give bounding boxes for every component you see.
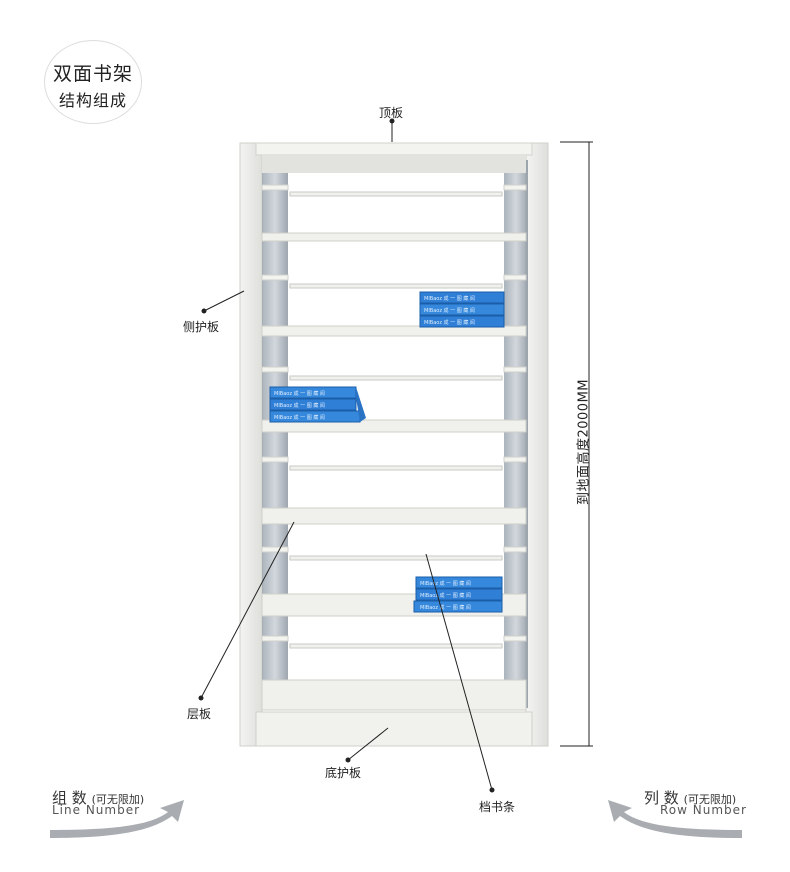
group-count-cn: 组 数 xyxy=(52,789,87,807)
label-side-panel: 侧护板 xyxy=(183,320,220,334)
svg-text:MIBaoz 成 一 图 藏 阅: MIBaoz 成 一 图 藏 阅 xyxy=(420,580,471,587)
svg-text:MIBaoz 成 一 图 藏 阅: MIBaoz 成 一 图 藏 阅 xyxy=(420,604,471,611)
svg-text:MIBaoz 成 一 图 藏 阅: MIBaoz 成 一 图 藏 阅 xyxy=(420,592,471,599)
books-top: MIBaoz 成 一 图 藏 阅 MIBaoz 成 一 图 藏 阅 MIBaoz… xyxy=(419,291,505,328)
side-slats xyxy=(261,184,527,642)
group-count-en: Line Number xyxy=(52,803,141,817)
base-panel xyxy=(255,711,533,747)
svg-text:MIBaoz 成 一 图 藏 阅: MIBaoz 成 一 图 藏 阅 xyxy=(424,307,475,314)
books-bottom: MIBaoz 成 一 图 藏 阅 MIBaoz 成 一 图 藏 阅 MIBaoz… xyxy=(413,576,503,613)
svg-text:MIBaoz 成 一 图 藏 阅: MIBaoz 成 一 图 藏 阅 xyxy=(274,402,325,409)
height-dimension-label: 到地面高度2000MM xyxy=(576,378,592,506)
height-dimension-line xyxy=(560,141,593,747)
label-top-panel: 顶板 xyxy=(379,106,404,120)
label-book-strip: 档书条 xyxy=(479,800,516,814)
svg-text:MIBaoz 成 一 图 藏 阅: MIBaoz 成 一 图 藏 阅 xyxy=(274,390,325,397)
column-count-cn: 列 数 xyxy=(644,789,679,807)
column-count-note: (可无限加) xyxy=(683,793,737,806)
group-count-note: (可无限加) xyxy=(91,793,145,806)
svg-text:MIBaoz 成 一 图 藏 阅: MIBaoz 成 一 图 藏 阅 xyxy=(424,295,475,302)
group-count-title: 组 数 (可无限加) xyxy=(52,787,144,808)
group-count-arrow-icon xyxy=(50,800,184,838)
column-count-title: 列 数 (可无限加) xyxy=(644,787,736,808)
svg-text:MIBaoz 成 一 图 藏 阅: MIBaoz 成 一 图 藏 阅 xyxy=(274,414,325,421)
book-strips xyxy=(289,191,503,649)
label-base-panel: 底护板 xyxy=(325,766,362,780)
left-side-panel xyxy=(239,142,288,747)
books-middle: MIBaoz 成 一 图 藏 阅 MIBaoz 成 一 图 藏 阅 MIBaoz… xyxy=(269,386,366,423)
top-panel xyxy=(255,142,533,173)
right-side-panel xyxy=(504,142,549,747)
svg-text:MIBaoz 成 一 图 藏 阅: MIBaoz 成 一 图 藏 阅 xyxy=(424,319,475,326)
label-shelf: 层板 xyxy=(187,707,212,721)
title-badge: 双面书架 结构组成 xyxy=(44,40,142,124)
column-count-arrow-icon xyxy=(608,800,742,838)
badge-subtitle: 结构组成 xyxy=(58,91,127,110)
badge-title: 双面书架 xyxy=(52,63,133,85)
column-count-en: Row Number xyxy=(660,803,747,817)
leader-lines xyxy=(198,118,495,793)
